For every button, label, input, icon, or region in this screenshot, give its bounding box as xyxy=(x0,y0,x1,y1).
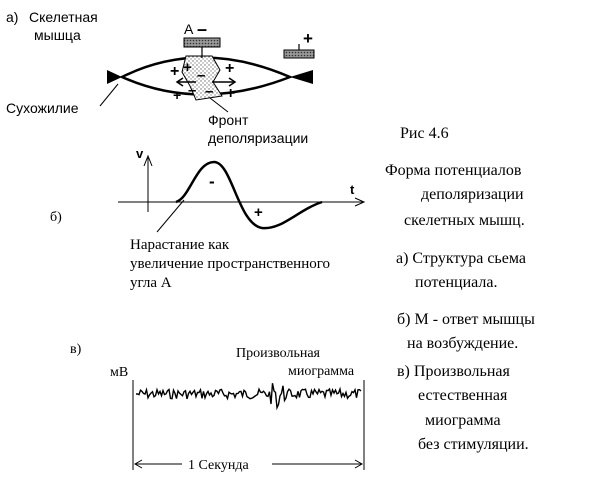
caption-line-1: Форма потенциалов xyxy=(385,162,522,179)
caption-line-6: б) М - ответ мышцы xyxy=(397,311,535,328)
duration-arrow-right xyxy=(354,459,364,469)
duration-label: 1 Секунда xyxy=(188,458,249,473)
front-pointer xyxy=(209,97,229,113)
pos-phase-sign: + xyxy=(254,204,263,221)
rise-note-line1: Нарастание как xyxy=(130,237,230,253)
electrode-ref xyxy=(283,49,315,59)
tendon-pointer xyxy=(99,83,119,107)
charge-plus-1: + xyxy=(170,63,179,80)
t-axis-label: t xyxy=(350,182,355,197)
rise-note-line3: угла А xyxy=(130,275,172,291)
t-axis-arrow xyxy=(354,197,366,207)
arrow-right-head xyxy=(228,77,237,87)
rise-note-line2: увеличение пространственного xyxy=(130,256,330,272)
charge-plus-2: + xyxy=(183,59,192,76)
charge-minus-1: – xyxy=(197,67,205,84)
caption-line-10: миограмма xyxy=(425,412,501,429)
arrow-left-head xyxy=(175,77,184,87)
neg-phase-sign: - xyxy=(209,172,215,191)
panel-b-letter: б) xyxy=(50,210,62,225)
tendon-right xyxy=(290,70,313,84)
caption-line-7: на возбуждение. xyxy=(407,335,519,352)
duration-arrow-left xyxy=(133,459,143,469)
panel-v: в) мВ Произвольная миограмма 1 Секунда xyxy=(70,342,365,473)
figure-number: Рис 4.6 xyxy=(400,125,449,142)
panel-b: б) v t - + Нарастание как увеличение про… xyxy=(50,146,366,291)
charge-plus-4: + xyxy=(226,85,235,102)
muscle-label-line2: мышца xyxy=(34,27,81,43)
panel-v-letter: в) xyxy=(70,342,82,357)
electrode-a-minus: – xyxy=(197,19,207,39)
myogram-trace xyxy=(135,383,362,411)
caption-line-8: в) Произвольная xyxy=(397,363,510,380)
m-response-curve xyxy=(175,160,323,230)
rise-pointer xyxy=(156,199,185,233)
caption-line-2: деполяризации xyxy=(421,186,524,203)
charge-plus-3: + xyxy=(225,60,234,77)
myogram-title-line1: Произвольная xyxy=(236,346,321,361)
myogram-title-line2: миограмма xyxy=(288,364,355,379)
front-label-line2: деполяризации xyxy=(208,130,308,146)
panel-a-letter: а) xyxy=(6,9,18,25)
caption-line-5: потенциала. xyxy=(415,274,498,291)
caption-line-11: без стимуляции. xyxy=(418,436,529,453)
tendon-left xyxy=(107,70,122,84)
charge-minus-3: – xyxy=(205,83,213,100)
caption-line-9: естественная xyxy=(418,387,508,404)
electrode-a xyxy=(183,37,221,48)
front-label-line1: Фронт xyxy=(208,112,249,128)
charge-minus-2: – xyxy=(188,82,196,99)
v-axis-label: v xyxy=(136,146,144,161)
v-axis-arrow xyxy=(143,154,153,167)
unit-label: мВ xyxy=(110,365,128,380)
caption-line-3: скелетных мышц. xyxy=(404,212,525,229)
charge-plus-5: + xyxy=(173,87,181,103)
electrode-ref-plus: + xyxy=(303,29,313,48)
depolarization-front xyxy=(181,55,223,101)
tendon-label: Сухожилие xyxy=(6,100,79,116)
caption-line-4: а) Структура сьема xyxy=(396,250,526,267)
panel-a: а) Скелетная мышца А – + + + – – – + + + xyxy=(6,9,315,146)
electrode-a-label: А xyxy=(184,21,194,37)
muscle-label-line1: Скелетная xyxy=(29,9,98,25)
